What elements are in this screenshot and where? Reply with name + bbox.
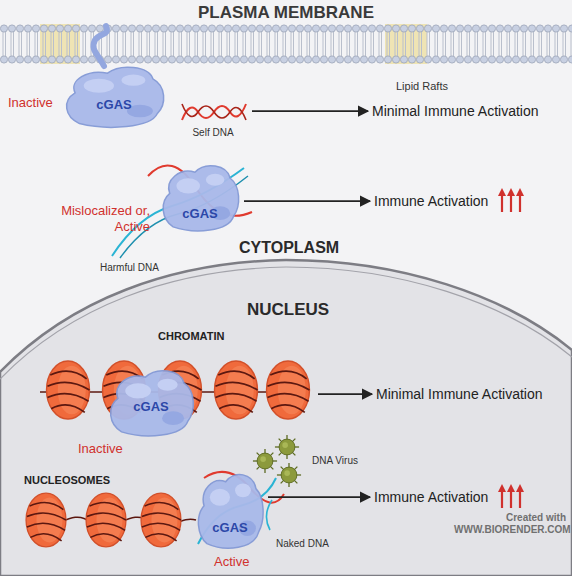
text-label: Lipid Rafts: [396, 80, 448, 93]
node-text: Minimal Immune Activation: [374, 384, 545, 404]
text-label: Mislocalized or, Active: [58, 203, 150, 234]
text-label: Naked DNA: [276, 538, 329, 550]
region-title: PLASMA MEMBRANE: [0, 3, 572, 23]
node-text: Self DNA: [176, 127, 250, 138]
flow-arrow: [252, 110, 368, 112]
text-label: Harmful DNA: [100, 262, 159, 274]
cgas-protein: cGAS: [194, 468, 266, 554]
protein-name: cGAS: [60, 97, 168, 112]
chromatin-group: CHROMATIN cGAS: [40, 330, 316, 446]
node-text: CHROMATIN: [158, 330, 224, 342]
text-label: Inactive: [78, 441, 123, 457]
dna-strand: Self DNA: [176, 96, 250, 140]
cgas-protein: cGAS: [60, 62, 168, 132]
protein-name: cGAS: [105, 399, 197, 414]
protein-name: cGAS: [158, 206, 242, 221]
text-label: NUCLEOSOMES: [24, 474, 110, 487]
cgas-blob: [194, 468, 266, 554]
outcome-text: Immune Activation: [372, 487, 490, 507]
text-label: Active: [214, 554, 249, 570]
text-label: NUCLEUS: [247, 300, 329, 320]
node-text: Minimal Immune Activation: [370, 101, 541, 121]
protein-name: cGAS: [194, 520, 266, 535]
text-label: CYTOPLASM: [236, 238, 342, 257]
node-text: Immune Activation: [372, 487, 490, 507]
outcome-text: Minimal Immune Activation: [370, 101, 541, 121]
outcome-text: Immune Activation: [372, 191, 490, 211]
node-text: Immune Activation: [372, 191, 490, 211]
flow-arrow: [318, 393, 372, 395]
text-label: Inactive: [8, 95, 53, 111]
text-label: DNA Virus: [312, 455, 358, 467]
cgas-protein: cGAS: [105, 365, 197, 441]
outcome-text: Minimal Immune Activation: [374, 384, 545, 404]
text-label: Created with WWW.BIORENDER.COM: [454, 512, 566, 536]
flow-arrow: [244, 200, 370, 202]
flow-arrow: [268, 496, 370, 498]
cgas-blob: [158, 160, 242, 236]
cgas-protein: cGAS: [158, 160, 242, 236]
